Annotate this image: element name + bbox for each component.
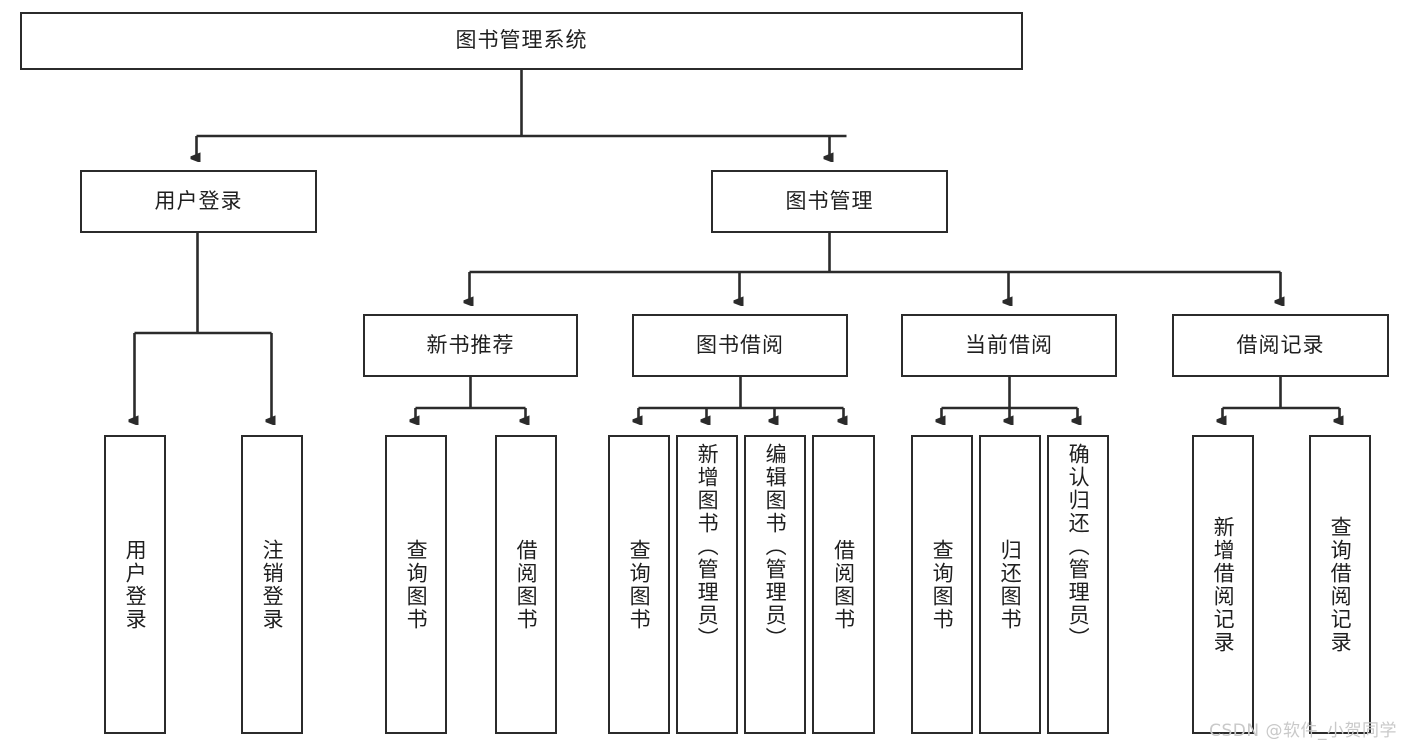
leaf-user-logout[interactable]: 注销登录: [241, 435, 303, 734]
leaf-return-book[interactable]: 归还图书: [979, 435, 1041, 734]
leaf-user-login[interactable]: 用户登录: [104, 435, 166, 734]
node-label: 用户登录: [154, 188, 243, 213]
node-label: 查询借阅记录: [1328, 515, 1353, 654]
node-label: 用户登录: [123, 538, 148, 631]
node-book-manage[interactable]: 图书管理: [711, 170, 948, 233]
leaf-edit-book-admin[interactable]: 编辑图书（管理员）: [744, 435, 806, 734]
node-label: 归还图书: [998, 538, 1023, 631]
node-label: 新增图书（管理员）: [695, 443, 720, 650]
leaf-query-book-borrow[interactable]: 查询图书: [608, 435, 670, 734]
leaf-add-book-admin[interactable]: 新增图书（管理员）: [676, 435, 738, 734]
node-label: 新增借阅记录: [1211, 515, 1236, 654]
csdn-watermark: CSDN @软件_小贺同学: [1209, 721, 1397, 741]
node-label: 图书借阅: [696, 332, 784, 357]
node-label: 图书管理系统: [455, 28, 588, 53]
node-label: 编辑图书（管理员）: [763, 443, 788, 650]
node-label: 借阅图书: [831, 538, 856, 631]
leaf-borrow-book-recommend[interactable]: 借阅图书: [495, 435, 557, 734]
node-book-borrow[interactable]: 图书借阅: [632, 314, 848, 377]
node-label: 新书推荐: [426, 332, 515, 357]
leaf-confirm-return-admin[interactable]: 确认归还（管理员）: [1047, 435, 1109, 734]
node-user-login[interactable]: 用户登录: [80, 170, 317, 233]
node-label: 借阅记录: [1236, 332, 1325, 357]
node-label: 借阅图书: [514, 538, 539, 631]
node-label: 查询图书: [404, 538, 429, 631]
node-borrow-record[interactable]: 借阅记录: [1172, 314, 1389, 377]
node-system-root[interactable]: 图书管理系统: [20, 12, 1023, 70]
leaf-query-book-current[interactable]: 查询图书: [911, 435, 973, 734]
node-current-borrow[interactable]: 当前借阅: [901, 314, 1117, 377]
leaf-query-book-recommend[interactable]: 查询图书: [385, 435, 447, 734]
node-label: 当前借阅: [965, 332, 1053, 357]
node-new-book-recommend[interactable]: 新书推荐: [363, 314, 578, 377]
leaf-add-borrow-record[interactable]: 新增借阅记录: [1192, 435, 1254, 734]
node-label: 查询图书: [627, 538, 652, 631]
leaf-borrow-book-borrow[interactable]: 借阅图书: [812, 435, 875, 734]
node-label: 图书管理: [785, 188, 874, 213]
node-label: 查询图书: [930, 538, 955, 631]
leaf-query-borrow-record[interactable]: 查询借阅记录: [1309, 435, 1371, 734]
node-label: 注销登录: [260, 538, 285, 631]
node-label: 确认归还（管理员）: [1066, 443, 1091, 650]
